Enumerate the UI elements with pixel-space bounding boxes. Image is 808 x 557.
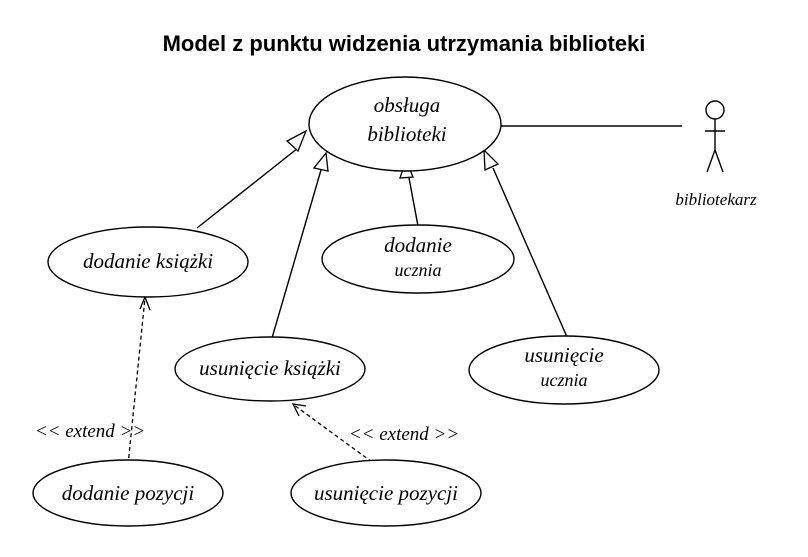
- use-case-label: dodanie: [384, 233, 452, 257]
- actor-label: bibliotekarz: [675, 190, 757, 209]
- use-case-dodanie-ucznia: dodanie ucznia: [321, 224, 515, 294]
- use-case-label: dodanie pozycji: [62, 481, 195, 505]
- generalization-arrow: [483, 148, 500, 171]
- use-case-label: dodanie książki: [83, 249, 213, 273]
- use-case-label: biblioteki: [367, 122, 446, 146]
- extend-label: << extend >>: [349, 424, 459, 445]
- use-case-dodanie-pozycji: dodanie pozycji: [32, 459, 224, 527]
- generalization-line: [408, 177, 419, 227]
- use-case-label: obsługa: [374, 93, 441, 117]
- generalization-line: [271, 169, 322, 339]
- use-case-label: usunięcie książki: [199, 356, 341, 380]
- diagram-title: Model z punktu widzenia utrzymania bibli…: [163, 31, 646, 56]
- extend-line: [293, 404, 373, 463]
- use-case-dodanie-ksiazki: dodanie książki: [47, 226, 249, 298]
- use-case-usuniecie-ucznia: usunięcie ucznia: [468, 335, 660, 405]
- use-case-obsluga-biblioteki: obsługa biblioteki: [308, 76, 502, 172]
- extend-arrowhead: [291, 403, 307, 417]
- use-case-label: usunięcie pozycji: [314, 481, 458, 505]
- generalization-arrow: [285, 129, 308, 153]
- use-case-label: ucznia: [541, 370, 588, 390]
- use-case-label: usunięcie: [524, 343, 603, 367]
- generalization-arrow: [312, 151, 329, 172]
- extend-label: << extend >>: [35, 421, 145, 442]
- use-case-usuniecie-pozycji: usunięcie pozycji: [290, 459, 482, 527]
- generalization-line: [492, 167, 568, 338]
- actor-bibliotekarz: bibliotekarz: [675, 100, 757, 209]
- stick-figure-icon: [705, 100, 725, 173]
- generalization-line: [196, 147, 299, 229]
- use-case-label: ucznia: [395, 260, 442, 280]
- use-case-usuniecie-ksiazki: usunięcie książki: [174, 336, 366, 402]
